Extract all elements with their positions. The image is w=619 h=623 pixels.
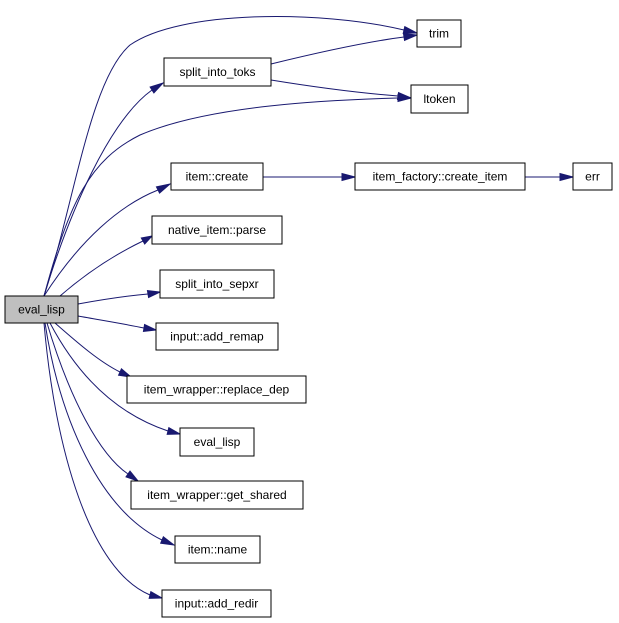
edge-root-to-item-create <box>43 183 172 297</box>
edge-arrowhead <box>149 81 165 94</box>
node-label: eval_lisp <box>194 435 241 449</box>
node-err[interactable]: err <box>572 162 613 191</box>
edge-line <box>270 36 405 65</box>
edge-root-to-item-wrapper-get-shared <box>46 322 140 483</box>
node-label: item_wrapper::replace_dep <box>144 383 290 397</box>
node-item-name[interactable]: item::name <box>174 535 261 564</box>
node-item-create[interactable]: item::create <box>170 162 264 191</box>
node-input-add-remap[interactable]: input::add_remap <box>155 322 279 351</box>
node-label: item::name <box>188 543 248 557</box>
edge-line <box>43 89 153 297</box>
edge-root-to-native-item-parse <box>59 235 154 297</box>
node-split-into-toks[interactable]: split_into_toks <box>163 57 272 87</box>
edge-arrowhead <box>142 323 158 333</box>
edge-root-to-item-wrapper-replace-dep <box>54 322 133 378</box>
node-box[interactable] <box>4 295 79 324</box>
edge-arrowhead <box>140 235 154 245</box>
node-label: item_factory::create_item <box>373 170 508 184</box>
node-label: err <box>585 170 600 184</box>
edge-root-to-trim <box>43 16 419 297</box>
edge-root-to-split-into-sepxr <box>77 289 162 305</box>
node-label: eval_lisp <box>18 303 65 317</box>
node-label: trim <box>429 27 449 41</box>
edge-arrowhead <box>166 426 182 435</box>
edge-line <box>54 322 121 373</box>
node-eval-lisp-callee[interactable]: eval_lisp <box>179 427 255 457</box>
node-label: item::create <box>186 170 249 184</box>
node-box[interactable] <box>174 535 261 564</box>
edge-root-to-input-add-redir <box>43 322 164 599</box>
node-input-add-redir[interactable]: input::add_redir <box>161 589 272 618</box>
node-box[interactable] <box>130 480 304 510</box>
node-box[interactable] <box>416 19 462 48</box>
node-box[interactable] <box>151 215 283 245</box>
node-box[interactable] <box>161 589 272 618</box>
edge-split-into-toks-to-trim <box>270 32 419 65</box>
edge-line <box>44 322 163 541</box>
edge-root-to-split-into-toks <box>43 81 165 297</box>
node-label: input::add_redir <box>175 597 258 611</box>
node-label: ltoken <box>423 92 455 106</box>
node-item-factory-create-item[interactable]: item_factory::create_item <box>354 162 526 191</box>
edge-arrowhead <box>159 535 176 546</box>
node-item-wrapper-get-shared[interactable]: item_wrapper::get_shared <box>130 480 304 510</box>
node-label: split_into_sepxr <box>175 277 258 291</box>
edge-line <box>43 97 399 297</box>
node-root[interactable]: eval_lisp <box>4 295 79 324</box>
edge-line <box>43 189 159 297</box>
edge-line <box>77 293 149 305</box>
edge-arrowhead <box>559 172 575 182</box>
node-ltoken[interactable]: ltoken <box>410 84 469 114</box>
edge-arrowhead <box>341 172 357 182</box>
edge-split-into-toks-to-ltoken <box>270 79 413 101</box>
edge-arrowhead <box>125 470 140 483</box>
node-label: native_item::parse <box>168 223 266 237</box>
edge-arrowhead <box>148 590 164 599</box>
edge-root-to-eval-lisp-callee <box>49 322 182 435</box>
edge-arrowhead <box>117 368 133 378</box>
edge-line <box>49 322 169 432</box>
edge-arrowhead <box>402 25 419 34</box>
call-graph-edges <box>43 16 575 599</box>
node-item-wrapper-replace-dep[interactable]: item_wrapper::replace_dep <box>126 375 307 404</box>
node-box[interactable] <box>159 269 275 299</box>
edge-line <box>270 79 399 97</box>
edge-arrowhead <box>146 289 162 299</box>
edge-arrowhead <box>402 32 419 42</box>
node-box[interactable] <box>572 162 613 191</box>
node-trim[interactable]: trim <box>416 19 462 48</box>
node-box[interactable] <box>155 322 279 351</box>
edge-line <box>43 16 405 297</box>
node-label: item_wrapper::get_shared <box>147 488 286 502</box>
node-box[interactable] <box>354 162 526 191</box>
node-label: input::add_remap <box>170 330 264 344</box>
node-box[interactable] <box>170 162 264 191</box>
edge-line <box>77 315 145 329</box>
edge-arrowhead <box>155 183 172 194</box>
edge-root-to-input-add-remap <box>77 315 158 333</box>
node-box[interactable] <box>410 84 469 114</box>
node-box[interactable] <box>126 375 307 404</box>
edge-arrowhead <box>396 91 413 101</box>
edge-line <box>43 322 151 596</box>
call-graph-nodes: eval_lisp trimsplit_into_toksltokenitem::… <box>4 19 613 618</box>
edge-item-factory-create-item-to-err <box>525 172 575 182</box>
node-box[interactable] <box>179 427 255 457</box>
edge-line <box>59 240 144 297</box>
node-split-into-sepxr[interactable]: split_into_sepxr <box>159 269 275 299</box>
edge-item-create-to-item-factory-create-item <box>263 172 357 182</box>
edge-root-to-item-name <box>44 322 176 546</box>
node-box[interactable] <box>163 57 272 87</box>
node-native-item-parse[interactable]: native_item::parse <box>151 215 283 245</box>
node-label: split_into_toks <box>179 65 255 79</box>
edge-line <box>46 322 129 475</box>
